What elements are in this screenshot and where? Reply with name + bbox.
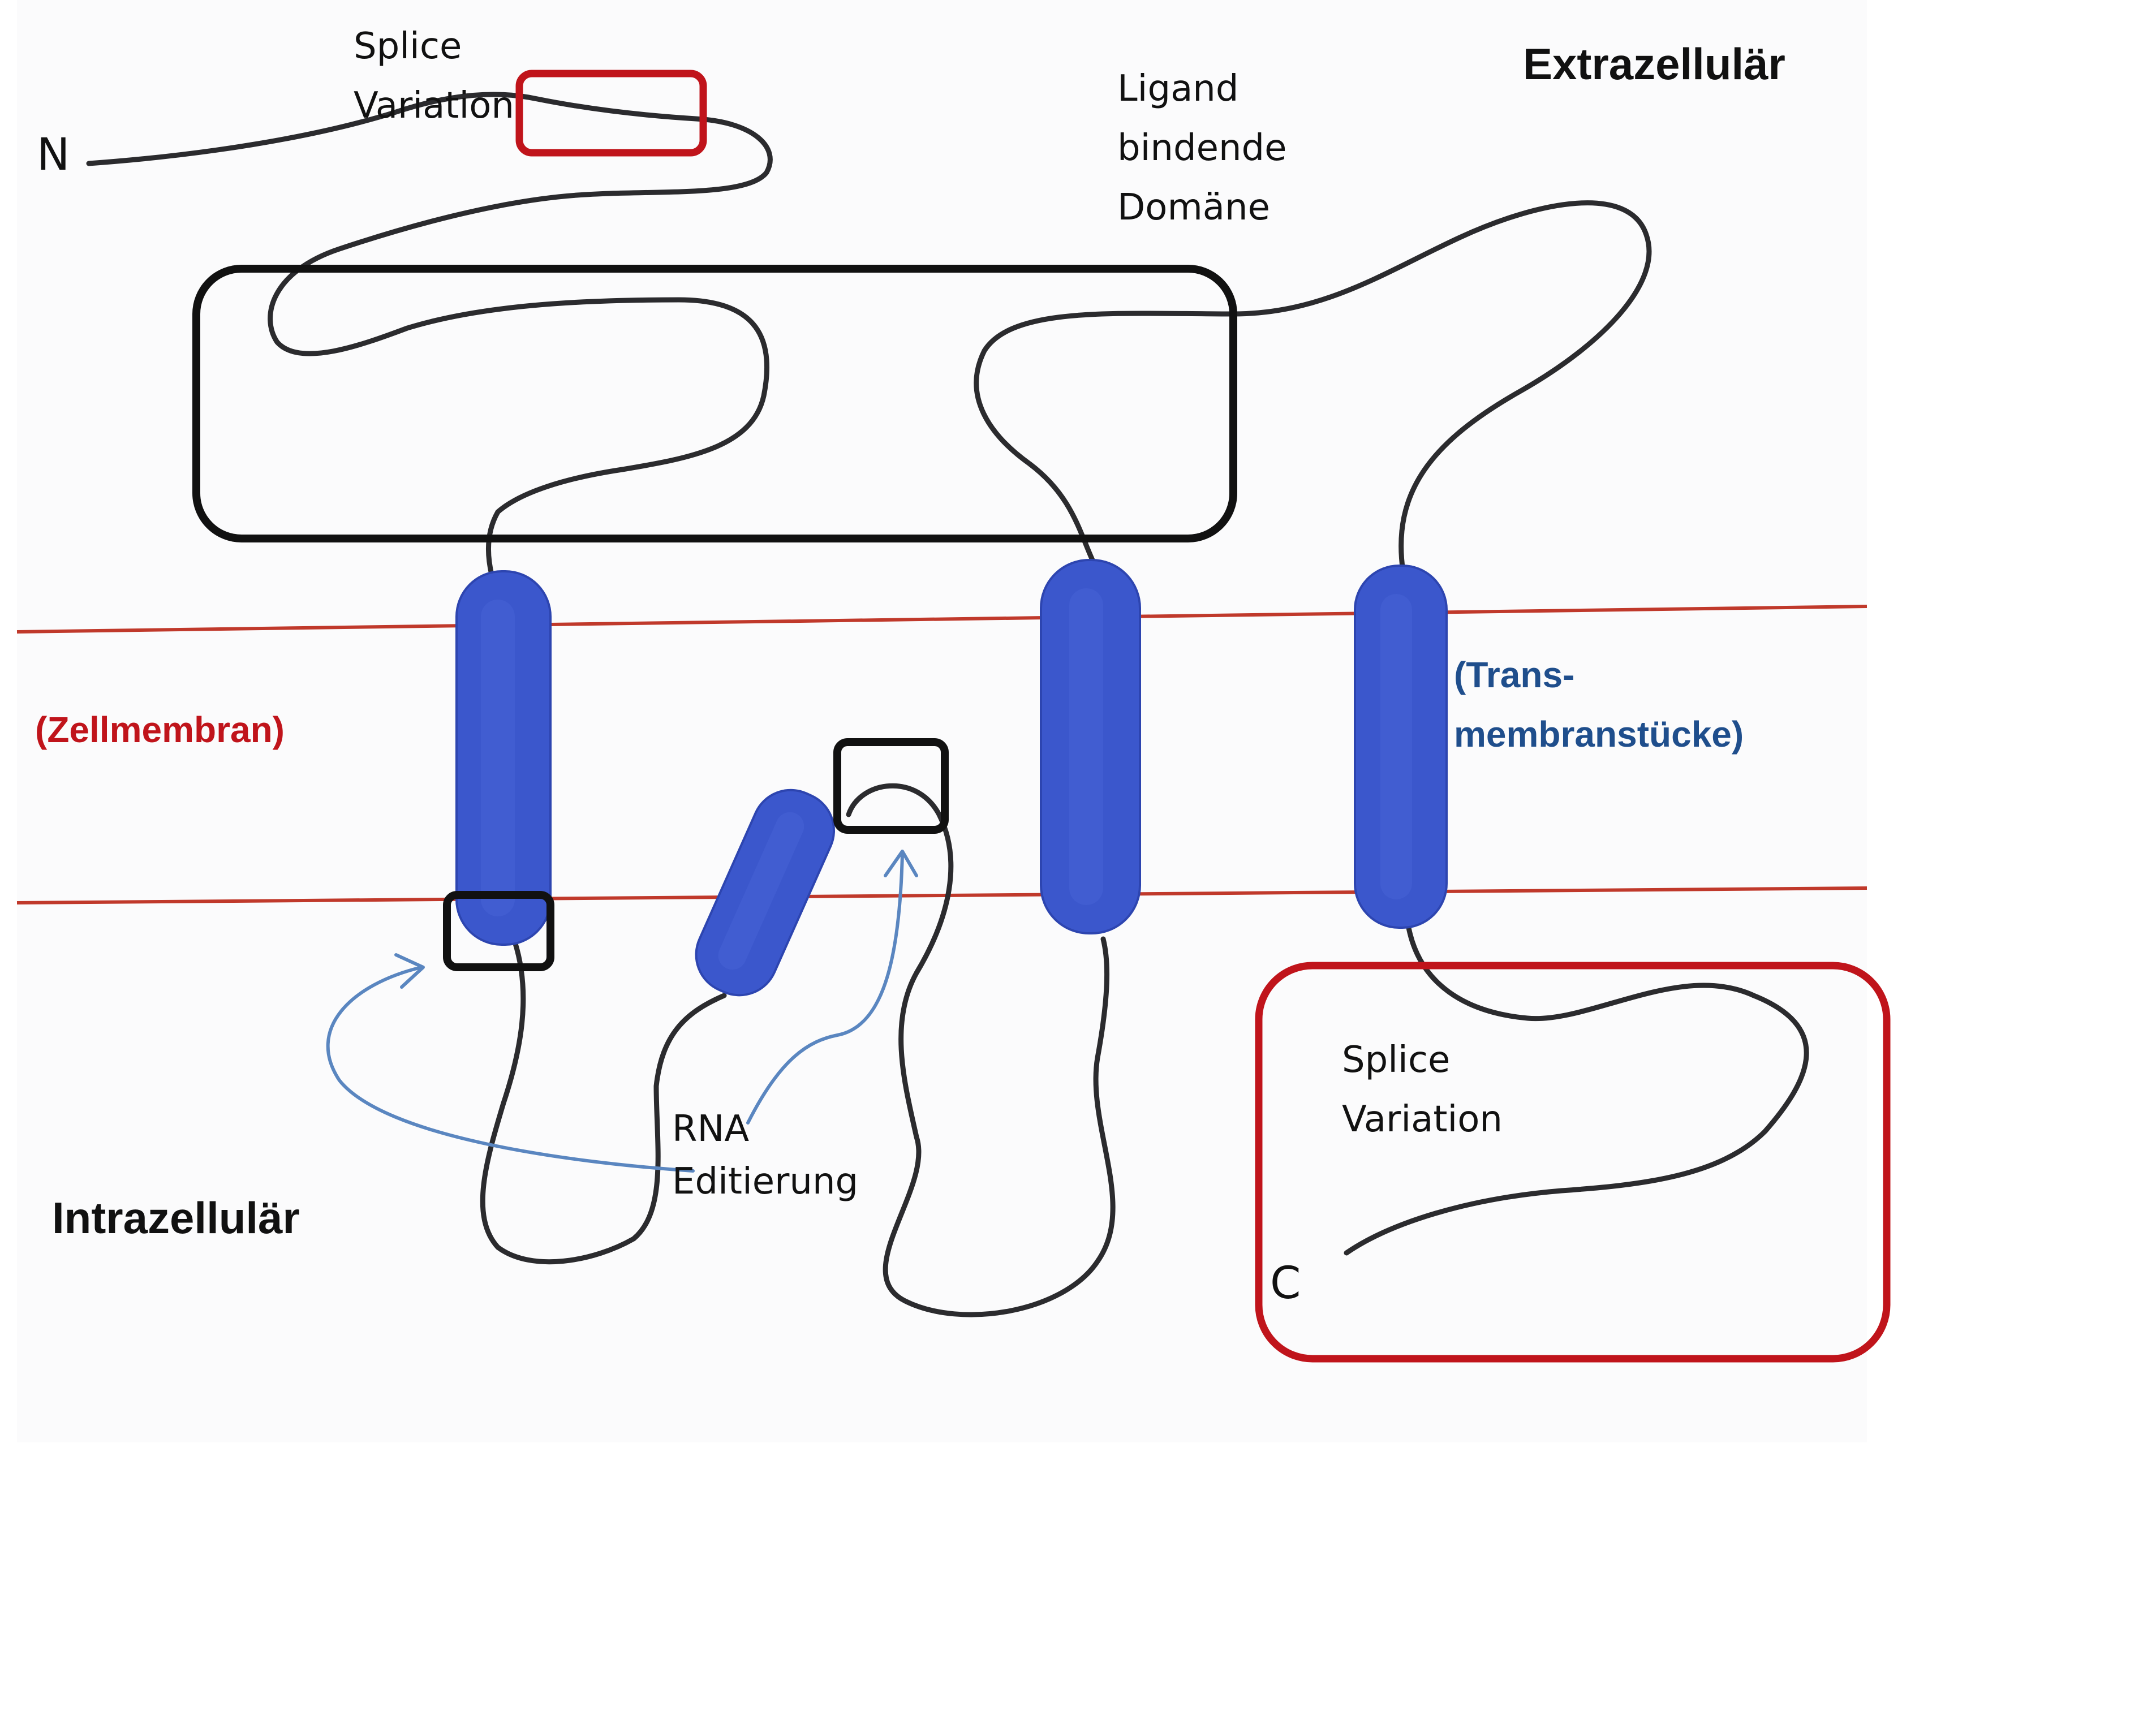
rna-editing-line2: Editierung bbox=[672, 1161, 858, 1203]
helix-3-texture bbox=[1069, 588, 1103, 905]
icl1-strand bbox=[480, 939, 727, 1265]
transmembrane-label-line2: membranstücke) bbox=[1454, 714, 1744, 755]
helix-2-texture bbox=[718, 812, 804, 970]
rna-arrow-curve-left bbox=[326, 966, 695, 1173]
ligand-binding-domain-box bbox=[192, 265, 1237, 542]
annotation-boxes bbox=[192, 70, 1891, 1363]
transmembrane-helix-2-group bbox=[695, 789, 836, 997]
rna-editing-site-box-1 bbox=[443, 891, 554, 971]
n-terminal-splice-box bbox=[515, 70, 707, 157]
rna-arrow-curve-right bbox=[746, 852, 904, 1125]
transmembrane-helix-1 bbox=[455, 570, 552, 946]
splice-variation-bottom-line1: Splice bbox=[1342, 1039, 1450, 1081]
extracellular-label: Extrazellulär bbox=[1523, 39, 1785, 89]
splice-variation-top-line2: Variation bbox=[354, 85, 514, 127]
c-terminus-label: C bbox=[1270, 1258, 1301, 1309]
splice-variation-bottom-line2: Variation bbox=[1342, 1099, 1503, 1140]
rna-editing-arrows bbox=[326, 850, 918, 1173]
helix-1-texture bbox=[481, 600, 515, 916]
helix-4-texture bbox=[1380, 594, 1412, 899]
cell-membrane-label: (Zellmembran) bbox=[35, 709, 285, 750]
cell-membrane bbox=[16, 605, 1867, 904]
tm-loop-strand bbox=[846, 783, 1116, 1317]
transmembrane-helix-2 bbox=[695, 789, 836, 997]
transmembrane-helix-3 bbox=[1040, 559, 1141, 934]
splice-variation-top-line1: Splice bbox=[354, 25, 462, 67]
c-terminal-strand bbox=[1344, 925, 1809, 1256]
ecl2-strand bbox=[974, 200, 1652, 574]
rna-editing-site-box-2 bbox=[833, 738, 949, 834]
rna-arrow-head-left bbox=[394, 953, 425, 989]
rna-editing-line1: RNA bbox=[672, 1108, 749, 1150]
ligand-domain-line1: Ligand bbox=[1117, 68, 1238, 110]
scanned-paper-sheet bbox=[17, 0, 1867, 1442]
membrane-inner-line bbox=[16, 886, 1867, 904]
ligand-domain-line2: bindende bbox=[1117, 127, 1287, 169]
intracellular-label: Intrazellulär bbox=[52, 1193, 300, 1243]
c-terminal-splice-box bbox=[1255, 962, 1891, 1363]
rna-arrow-head-right bbox=[884, 850, 918, 877]
transmembrane-helices bbox=[455, 559, 1448, 997]
transmembrane-label-line1: (Trans- bbox=[1454, 654, 1574, 695]
membrane-outer-line bbox=[16, 605, 1867, 634]
n-terminus-label: N bbox=[37, 130, 70, 180]
diagram-labels: N Splice Variation Ligand bindende Domän… bbox=[35, 25, 1785, 1309]
ligand-domain-line3: Domäne bbox=[1117, 187, 1270, 229]
transmembrane-helix-4 bbox=[1354, 565, 1448, 929]
